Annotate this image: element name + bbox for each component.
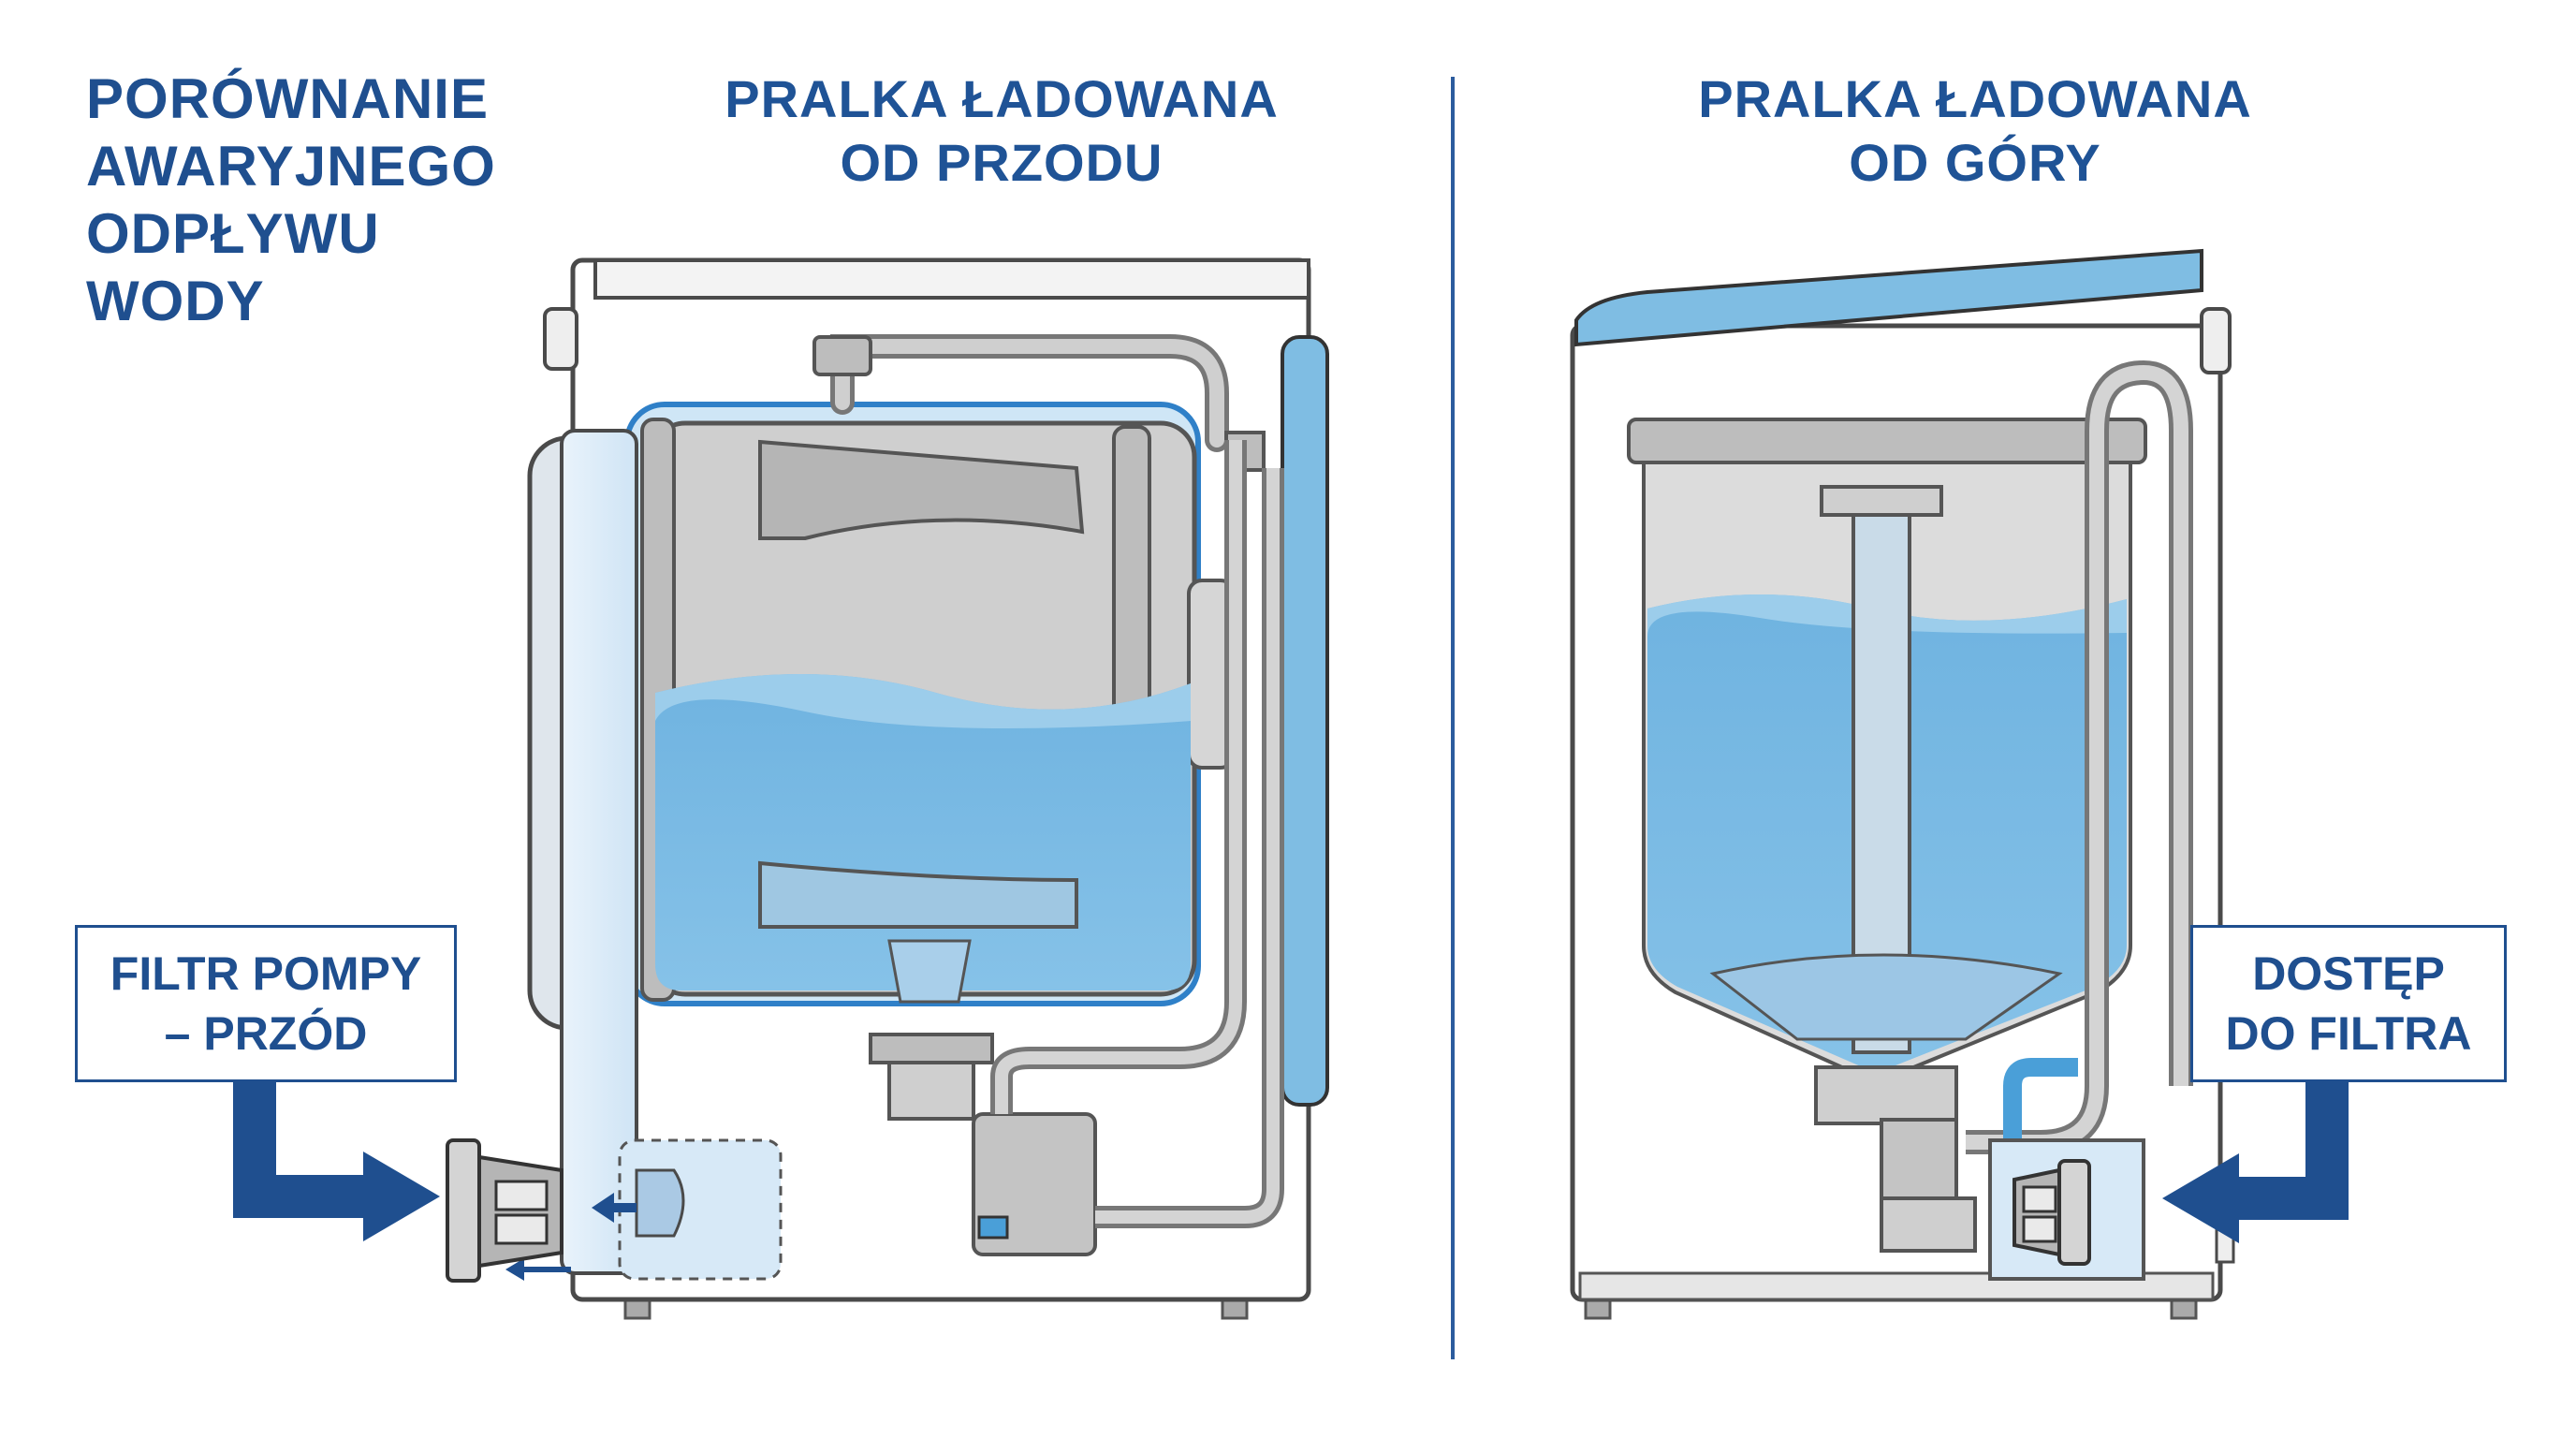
pump-filter <box>2057 1159 2091 1266</box>
filter-mesh <box>494 1213 549 1245</box>
drain-pump <box>1880 1196 1977 1253</box>
motor <box>1880 1118 1958 1206</box>
drain-hose-inner <box>1966 364 2188 1150</box>
hose-connector <box>812 335 872 376</box>
callout-line: FILTR POMPY <box>110 947 422 1000</box>
inlet-hose-inner <box>835 339 1224 448</box>
header-line: OD GÓRY <box>1849 133 2101 192</box>
callout-arrow-head <box>363 1152 440 1241</box>
callout-line: – PRZÓD <box>164 1007 368 1060</box>
small-arrow-head <box>592 1193 614 1223</box>
drum-baffle <box>758 439 1085 540</box>
washer-lid <box>1574 248 2203 347</box>
rear-panel <box>1281 335 1329 1107</box>
impeller <box>1709 953 2063 1041</box>
callout-arrow <box>233 1077 370 1218</box>
drum-baffle <box>758 860 1078 929</box>
filter-mesh <box>2022 1185 2057 1213</box>
filter-access-callout: DOSTĘP DO FILTRA <box>2190 925 2507 1082</box>
pump-filter-front-callout: FILTR POMPY – PRZÓD <box>75 925 457 1082</box>
title-line: ODPŁYWU <box>86 202 380 265</box>
callout-line: DOSTĘP <box>2252 947 2445 1000</box>
filter-cap <box>635 1168 685 1238</box>
header-line: OD PRZODU <box>840 133 1164 192</box>
control-knob <box>2200 307 2232 374</box>
washer-top-panel <box>593 258 1310 300</box>
sump-flange <box>869 1033 994 1064</box>
title-line: PORÓWNANIE <box>86 67 489 130</box>
tub-outlet <box>1814 1065 1958 1125</box>
small-arrow-head <box>505 1258 524 1281</box>
diagram-title: PORÓWNANIE AWARYJNEGO ODPŁYWU WODY <box>86 66 496 335</box>
title-line: AWARYJNEGO <box>86 135 496 198</box>
pump-filter-body <box>477 1154 564 1269</box>
pump-filter <box>446 1138 481 1283</box>
header-line: PRALKA ŁADOWANA <box>724 69 1279 128</box>
callout-arrow-head <box>2162 1153 2239 1243</box>
top-load-washer <box>1570 248 2349 1320</box>
callout-arrow <box>2228 1077 2349 1220</box>
title-line: WODY <box>86 270 265 332</box>
panel-divider <box>1451 77 1455 1359</box>
water-line <box>2003 1058 2078 1208</box>
header-line: PRALKA ŁADOWANA <box>1698 69 2252 128</box>
door-glass <box>560 429 638 1275</box>
agitator-cap <box>1820 485 1943 517</box>
callout-line: DO FILTRA <box>2225 1007 2472 1060</box>
tub-rim <box>1627 418 2147 464</box>
filter-mesh <box>494 1180 549 1211</box>
water-surface <box>655 674 1191 728</box>
outlet-hose-inner <box>1095 468 1280 1224</box>
filter-mesh <box>2022 1215 2057 1243</box>
top-load-header: PRALKA ŁADOWANA OD GÓRY <box>1629 67 2321 195</box>
sump <box>887 939 972 1004</box>
pump-outlet <box>977 1215 1009 1240</box>
front-load-washer <box>233 257 1329 1320</box>
drain-hose-inner <box>995 440 1242 1114</box>
front-load-header: PRALKA ŁADOWANA OD PRZODU <box>655 67 1348 195</box>
drain-pipe <box>887 1061 975 1121</box>
control-knob <box>543 307 578 371</box>
